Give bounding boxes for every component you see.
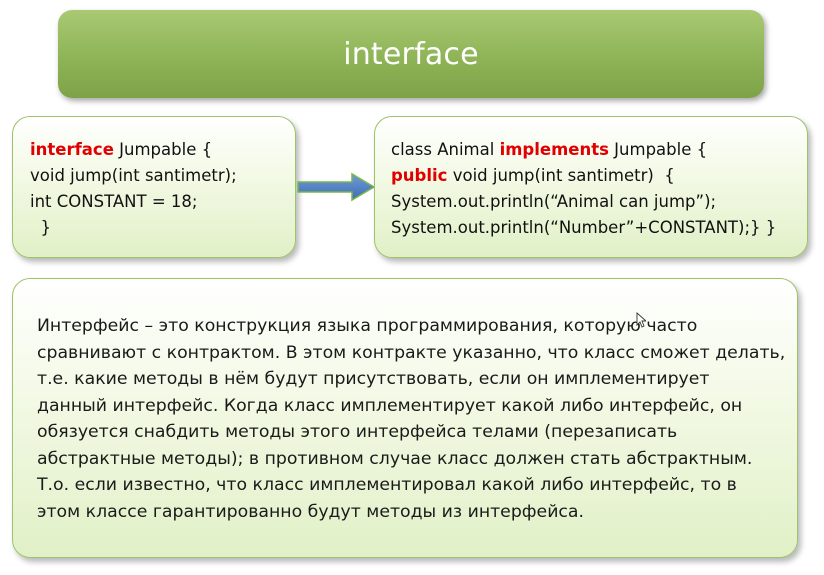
interface-code-box: interface Jumpable { void jump(int santi… [12, 116, 296, 258]
code-line-3: int CONSTANT = 18; [30, 192, 198, 211]
class-code-box: class Animal implements Jumpable { publi… [374, 116, 808, 258]
title-banner: interface [58, 10, 764, 98]
code-line-2: public void jump(int santimetr) { [391, 163, 807, 189]
description-line: абстрактные методы); в противном случае … [37, 448, 753, 469]
class-declaration: class Animal [391, 140, 500, 159]
code-line-1: interface Jumpable { [30, 137, 295, 163]
mouse-pointer-icon [636, 312, 646, 328]
implements-keyword: implements [499, 140, 609, 159]
interface-keyword: interface [30, 140, 114, 159]
interface-declaration: Jumpable { [113, 140, 213, 159]
method-signature: void jump(int santimetr) { [447, 166, 675, 185]
public-keyword: public [391, 166, 448, 185]
description-box: Интерфейс – это конструкция языка програ… [12, 278, 798, 558]
code-line-3: System.out.println(“Animal can jump”); [391, 192, 717, 211]
code-line-2: void jump(int santimetr); [30, 166, 237, 185]
description-line: обязуется снабдить методы этого интерфей… [37, 422, 678, 442]
slide-title: interface [343, 36, 479, 72]
description-line: этом классе гарантированно будут методы … [37, 501, 585, 522]
code-line-4: System.out.println(“Number”+CONSTANT);} … [391, 218, 777, 237]
description-line: Интерфейс – это конструкция языка програ… [37, 316, 698, 336]
right-arrow-icon [297, 172, 376, 202]
interface-name: Jumpable { [608, 140, 708, 159]
description-line: т.е. какие методы в нём будут присутство… [37, 369, 710, 389]
description-line: данный интерфейс. Когда класс имплементи… [37, 395, 743, 416]
description-line: сравнивают с контрактом. В этом контракт… [37, 342, 786, 363]
code-line-4: } [30, 218, 51, 237]
code-line-1: class Animal implements Jumpable { [391, 137, 807, 163]
description-line: Т.о. если известно, что класс имплементи… [37, 475, 737, 495]
